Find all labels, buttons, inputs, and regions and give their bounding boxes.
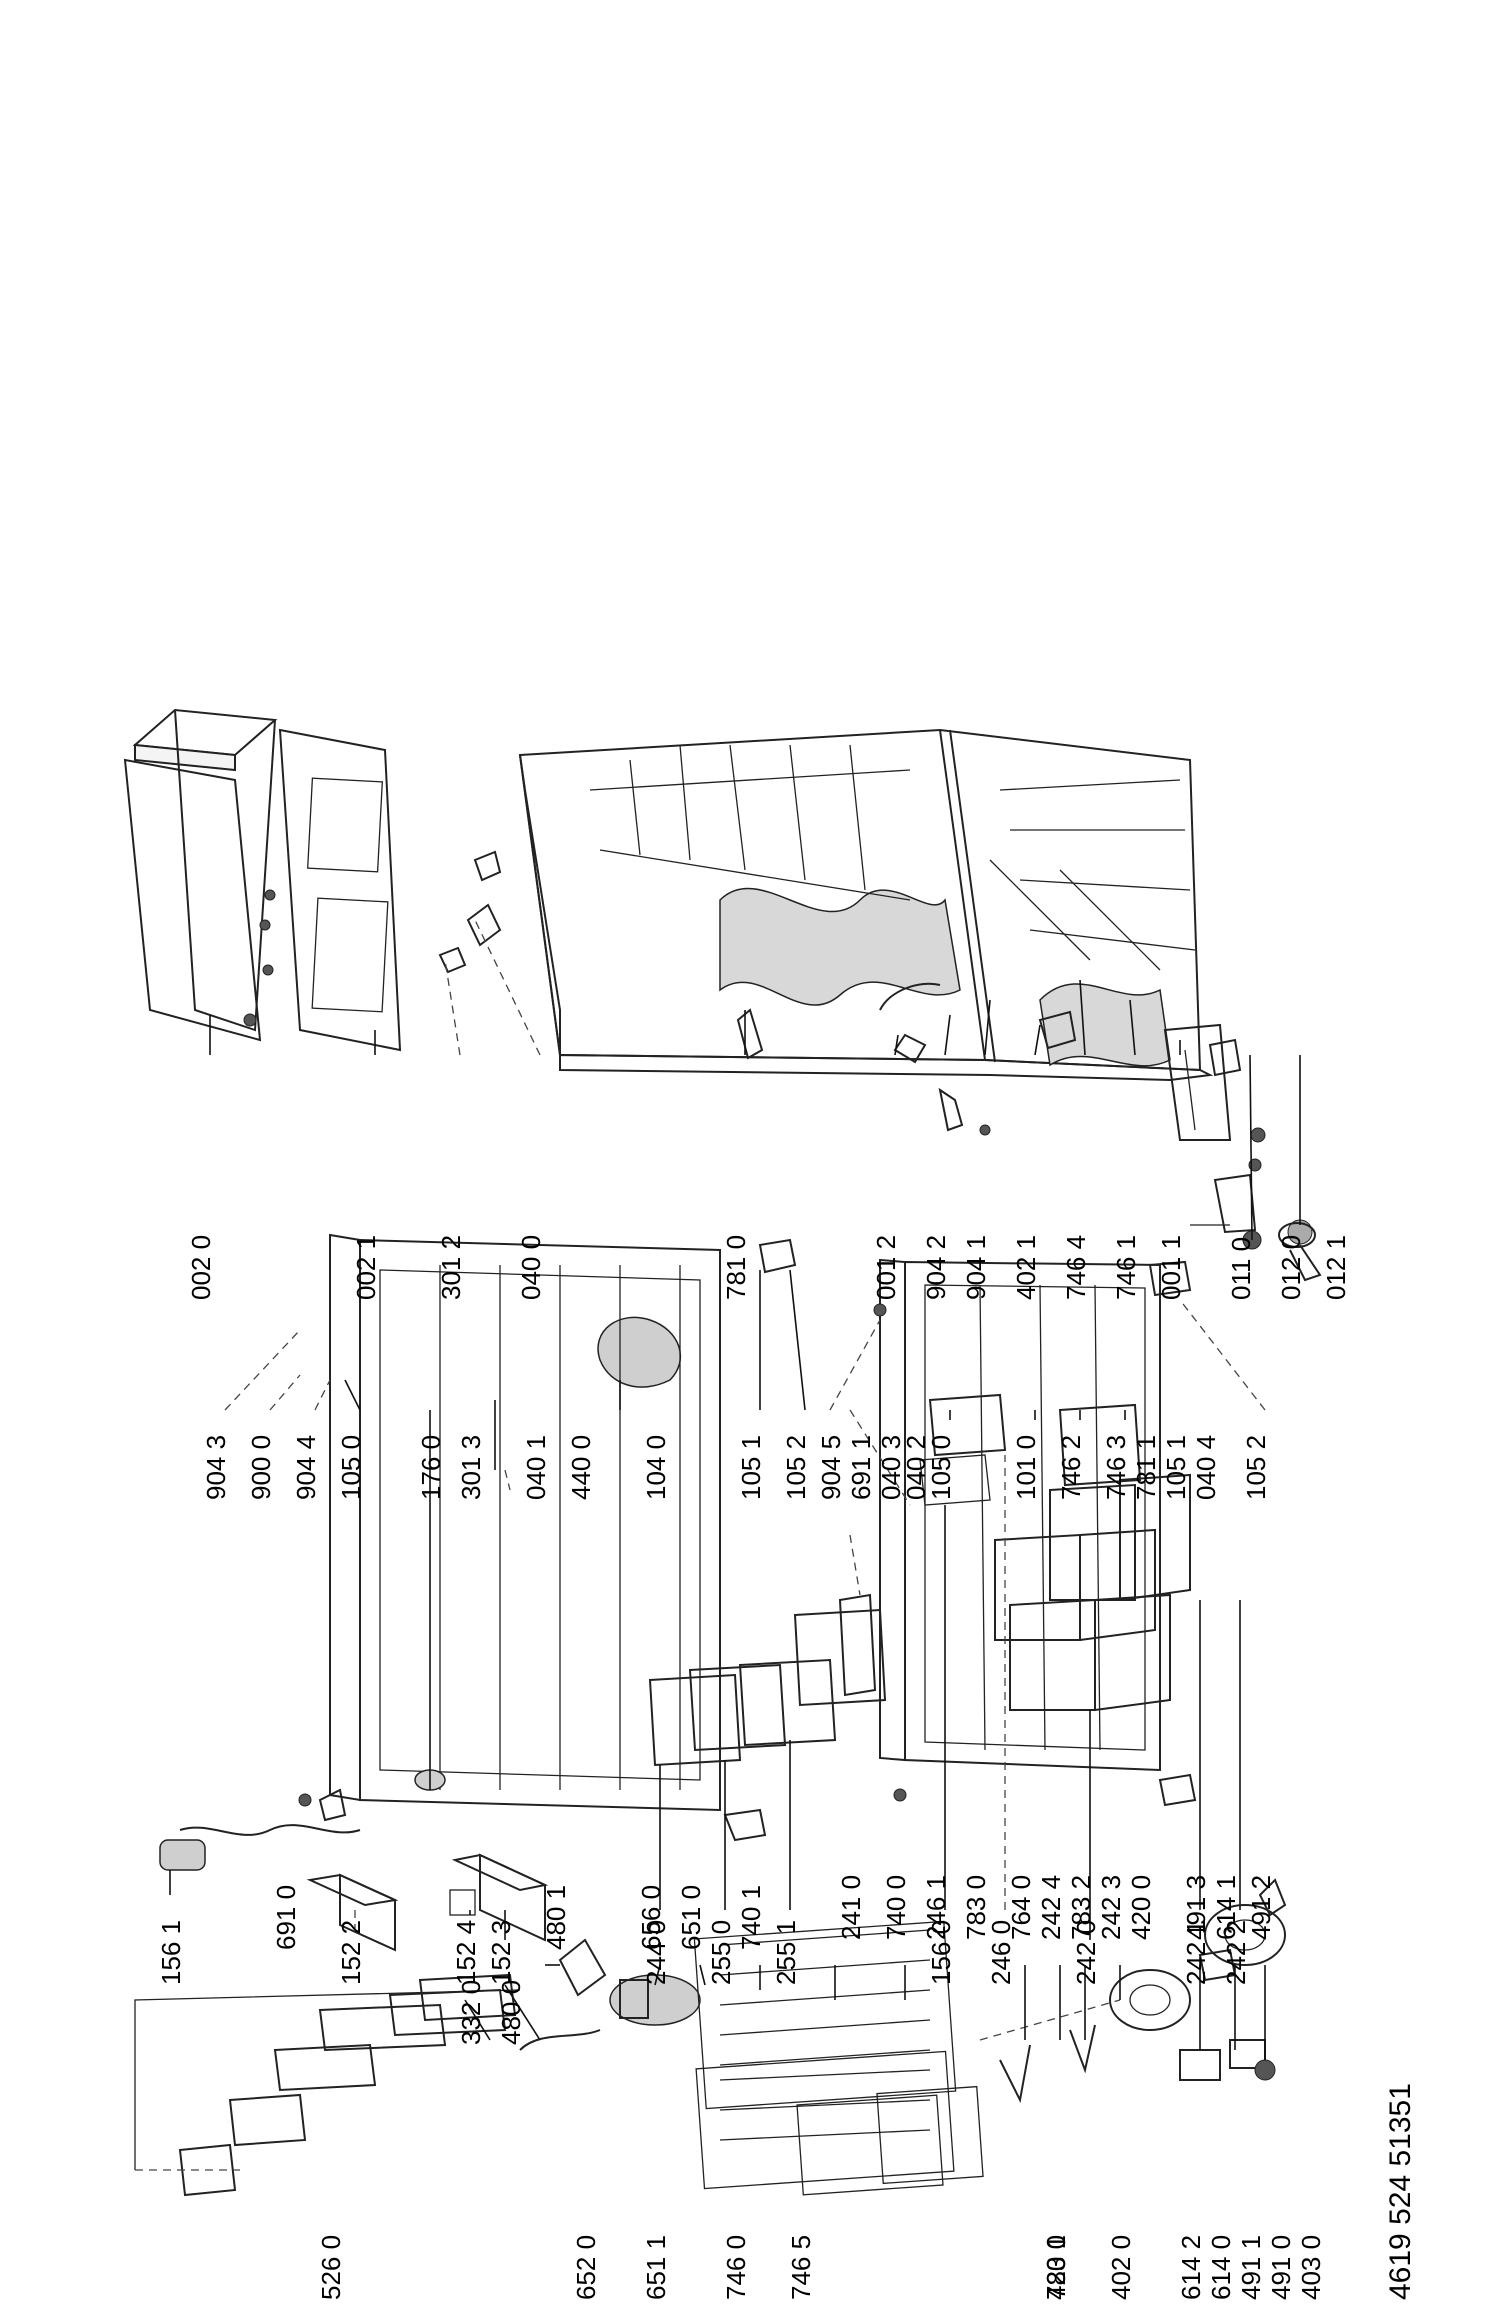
cooling-labels: 691 0 480 1 656 0 651 0 740 1 — [271, 1885, 766, 1950]
cooling-right-labels: 526 0 652 0 651 1 746 0 746 5 783 1 420 … — [316, 2235, 1326, 2300]
part-label: 900 0 — [246, 1435, 276, 1500]
part-label: 402 0 — [1106, 2235, 1136, 2300]
part-label: 651 1 — [641, 2235, 671, 2300]
controls-labels: 332 0 480 0 — [456, 1980, 526, 2045]
part-label: 746 3 — [1101, 1435, 1131, 1500]
part-label: 152 3 — [486, 1920, 516, 1985]
cabinet-labels: 002 0 002 1 301 2 040 0 781 0 001 2 904 … — [186, 1235, 1351, 1300]
part-label: 740 1 — [736, 1885, 766, 1950]
part-label: 002 1 — [351, 1235, 381, 1300]
part-label: 156 1 — [156, 1920, 186, 1985]
part-label: 255 0 — [706, 1920, 736, 1985]
part-label: 012 1 — [1321, 1235, 1351, 1300]
part-label: 152 2 — [336, 1920, 366, 1985]
part-label: 105 2 — [1241, 1435, 1271, 1500]
part-label: 040 0 — [516, 1235, 546, 1300]
part-label: 651 0 — [676, 1885, 706, 1950]
part-label: 242 0 — [1071, 1920, 1101, 1985]
part-label: 246 0 — [986, 1920, 1016, 1985]
part-label: 904 5 — [816, 1435, 846, 1500]
part-label: 904 4 — [291, 1435, 321, 1500]
part-label: 740 0 — [881, 1875, 911, 1940]
document-number: 4619 524 51351 — [1384, 2083, 1417, 2300]
part-label: 104 0 — [641, 1435, 671, 1500]
accessories-illustration — [159, 1393, 1191, 1952]
part-label: 105 0 — [336, 1435, 366, 1500]
part-label: 526 0 — [316, 2235, 346, 2300]
part-label: 403 0 — [1296, 2235, 1326, 2300]
cooling-illustration — [134, 1824, 1287, 2197]
part-label: 746 4 — [1061, 1235, 1091, 1300]
part-label: 101 0 — [1011, 1435, 1041, 1500]
part-label: 001 2 — [871, 1235, 901, 1300]
part-label: 491 3 — [1181, 1875, 1211, 1940]
part-label: 244 0 — [641, 1920, 671, 1985]
part-label: 652 0 — [571, 2235, 601, 2300]
part-label: 332 0 — [456, 1980, 486, 2045]
doors-leaders — [224, 1269, 1266, 1790]
part-label: 156 0 — [926, 1920, 956, 1985]
part-label: 746 5 — [786, 2235, 816, 2300]
part-label: 105 1 — [1161, 1435, 1191, 1500]
part-label: 040 2 — [901, 1435, 931, 1500]
part-label: 904 2 — [921, 1235, 951, 1300]
part-label: 491 2 — [1246, 1875, 1276, 1940]
part-label: 152 4 — [451, 1920, 481, 1985]
part-label: 691 1 — [846, 1435, 876, 1500]
part-label: 105 2 — [781, 1435, 811, 1500]
part-label: 781 0 — [721, 1235, 751, 1300]
part-label: 255 1 — [771, 1920, 801, 1985]
part-label: 105 1 — [736, 1435, 766, 1500]
part-label: 614 2 — [1176, 2235, 1206, 2300]
part-label: 783 0 — [961, 1875, 991, 1940]
part-label: 614 1 — [1211, 1875, 1241, 1940]
part-label: 783 1 — [1041, 2235, 1071, 2300]
part-label: 480 0 — [496, 1980, 526, 2045]
part-label: 614 0 — [1206, 2235, 1236, 2300]
part-label: 746 1 — [1111, 1235, 1141, 1300]
part-label: 783 2 — [1066, 1875, 1096, 1940]
part-label: 040 1 — [521, 1435, 551, 1500]
part-label: 105 0 — [926, 1435, 956, 1500]
part-label: 746 2 — [1056, 1435, 1086, 1500]
part-label: 491 1 — [1236, 2235, 1266, 2300]
part-label: 440 0 — [566, 1435, 596, 1500]
part-label: 242 2 — [1221, 1920, 1251, 1985]
accessories-labels: 156 1 152 2 152 4 152 3 244 0 255 0 255 … — [156, 1920, 1251, 1985]
accessories-top-labels: 241 0 740 0 246 1 783 0 764 0 242 4 783 … — [836, 1875, 1276, 1940]
part-label: 402 1 — [1011, 1235, 1041, 1300]
cabinet-illustration — [123, 708, 1322, 1388]
part-label: 301 2 — [436, 1235, 466, 1300]
cabinet-leaders — [209, 919, 1301, 1241]
part-label: 001 1 — [1156, 1235, 1186, 1300]
part-label: 242 4 — [1036, 1875, 1066, 1940]
part-label: 764 0 — [1006, 1875, 1036, 1940]
part-label: 420 0 — [1041, 2235, 1071, 2300]
part-label: 040 4 — [1191, 1435, 1221, 1500]
part-label: 241 0 — [836, 1875, 866, 1940]
part-label: 904 3 — [201, 1435, 231, 1500]
part-label: 301 3 — [456, 1435, 486, 1500]
part-label: 904 1 — [961, 1235, 991, 1300]
part-label: 002 0 — [186, 1235, 216, 1300]
part-label: 242 1 — [1181, 1920, 1211, 1985]
part-label: 242 3 — [1096, 1875, 1126, 1940]
part-label: 691 0 — [271, 1885, 301, 1950]
part-label: 656 0 — [636, 1885, 666, 1950]
part-label: 746 0 — [721, 2235, 751, 2300]
cooling-leaders — [545, 1910, 1266, 2060]
part-label: 011 0 — [1226, 1237, 1256, 1300]
part-label: 420 0 — [1126, 1875, 1156, 1940]
part-label: 491 0 — [1266, 2235, 1296, 2300]
accessories-leaders — [169, 1455, 1241, 1940]
part-label: 040 3 — [876, 1435, 906, 1500]
part-label: 781 1 — [1131, 1435, 1161, 1500]
part-label: 176 0 — [416, 1435, 446, 1500]
part-label: 012 0 — [1276, 1235, 1306, 1300]
part-label: 480 1 — [541, 1885, 571, 1950]
doors-illustration — [298, 1233, 1197, 1842]
doors-labels: 904 3 900 0 904 4 105 0 176 0 301 3 040 … — [201, 1435, 1271, 1500]
part-label: 246 1 — [921, 1875, 951, 1940]
